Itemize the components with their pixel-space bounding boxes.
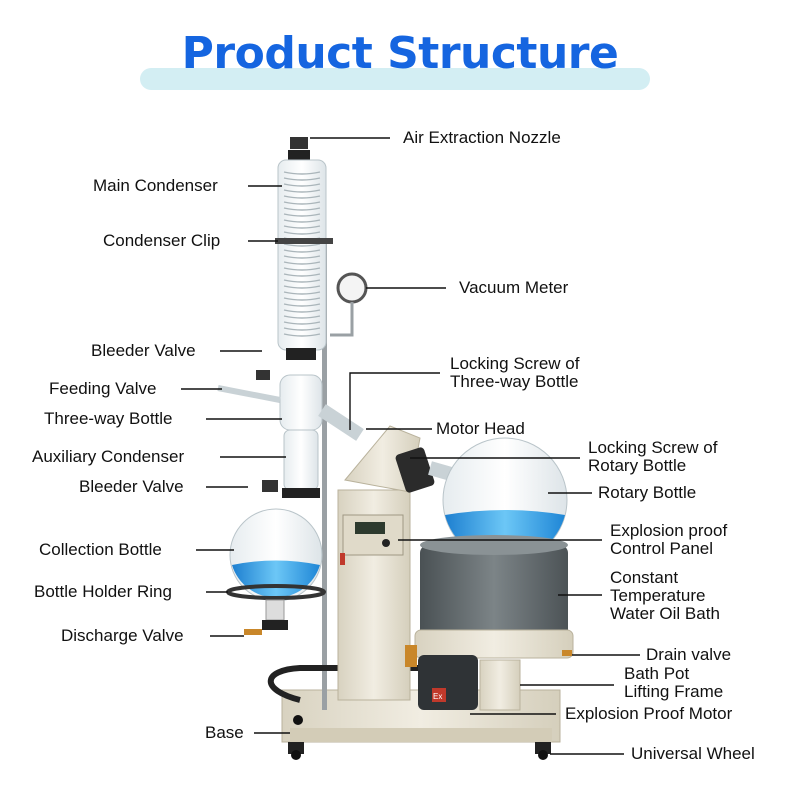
three-way-bottle <box>217 370 364 441</box>
label-explosion-proof-control-panel: Explosion proof Control Panel <box>610 521 728 558</box>
vacuum-meter <box>330 272 368 337</box>
title-highlight-bar <box>140 68 650 90</box>
label-locking-screw-three-way-bottle: Locking Screw of Three-way Bottle <box>450 354 580 391</box>
label-three-way-bottle: Three-way Bottle <box>44 409 173 428</box>
label-auxiliary-condenser: Auxiliary Condenser <box>32 447 185 466</box>
page-title: Product Structure <box>181 28 619 79</box>
condenser-clip <box>275 238 333 244</box>
water-oil-bath <box>414 535 574 659</box>
auxiliary-condenser <box>282 429 320 498</box>
label-base: Base <box>205 723 244 742</box>
label-rotary-bottle: Rotary Bottle <box>598 483 697 502</box>
control-panel <box>342 514 404 556</box>
leader-lines <box>181 137 640 755</box>
label-main-condenser: Main Condenser <box>93 176 218 195</box>
label-locking-screw-rotary-bottle: Locking Screw of Rotary Bottle <box>588 438 718 475</box>
label-air-extraction-nozzle: Air Extraction Nozzle <box>403 128 561 147</box>
label-feeding-valve: Feeding Valve <box>49 379 157 398</box>
label-bleeder-valve-bottom: Bleeder Valve <box>79 477 184 496</box>
label-drain-valve: Drain valve <box>646 645 732 664</box>
label-constant-temperature-bath: Constant Temperature Water Oil Bath <box>610 568 720 623</box>
support-rod <box>322 240 327 710</box>
label-motor-head: Motor Head <box>436 419 525 438</box>
label-explosion-proof-motor: Explosion Proof Motor <box>565 704 733 723</box>
control-display <box>355 522 385 534</box>
bath-lifting-frame <box>479 659 521 711</box>
drain-valve-icon <box>562 650 572 656</box>
svg-text:Ex: Ex <box>433 692 442 701</box>
control-knob-icon <box>382 539 390 547</box>
explosion-proof-motor: Ex <box>418 655 478 710</box>
collection-bottle <box>226 480 326 635</box>
label-discharge-valve: Discharge Valve <box>61 626 184 645</box>
label-universal-wheel: Universal Wheel <box>631 744 755 763</box>
vacuum-hose <box>267 665 420 703</box>
label-collection-bottle: Collection Bottle <box>39 540 162 559</box>
universal-wheels <box>288 715 551 760</box>
label-bottle-holder-ring: Bottle Holder Ring <box>34 582 172 601</box>
label-vacuum-meter: Vacuum Meter <box>459 278 569 297</box>
label-bath-pot-lifting-frame: Bath Pot Lifting Frame <box>624 664 724 701</box>
label-condenser-clip: Condenser Clip <box>103 231 221 250</box>
main-condenser <box>275 137 333 360</box>
label-bleeder-valve-top: Bleeder Valve <box>91 341 196 360</box>
